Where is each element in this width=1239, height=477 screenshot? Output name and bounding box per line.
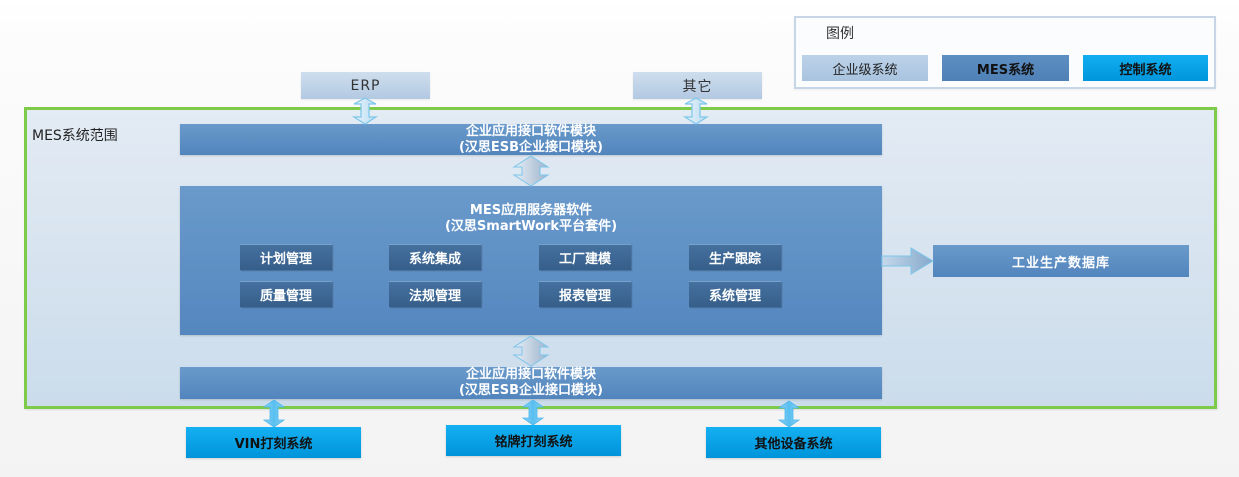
legend-item-control-system: 控制系统: [1083, 55, 1208, 81]
module-factory-modeling: 工厂建模: [539, 244, 631, 270]
module-quality: 质量管理: [240, 281, 332, 307]
esb-bottom-title: 企业应用接口软件模块: [465, 367, 596, 382]
app-server-title-line1: MES应用服务器软件: [469, 203, 593, 218]
right-arrow-icon-database: [881, 247, 934, 275]
module-system-admin: 系统管理: [689, 281, 781, 307]
erp-system-box: ERP: [301, 72, 430, 99]
legend-title: 图例: [826, 26, 854, 42]
module-planning: 计划管理: [240, 244, 332, 270]
other-system-box: 其它: [633, 72, 762, 99]
app-server-title-line2: (汉思SmartWork平台套件): [444, 219, 618, 234]
esb-bottom-subtitle: (汉思ESB企业接口模块): [458, 383, 604, 398]
module-regulation: 法规管理: [389, 281, 481, 307]
industrial-database-box: 工业生产数据库: [933, 245, 1189, 277]
module-system-integration: 系统集成: [389, 244, 481, 270]
double-arrow-icon-erp: [351, 97, 379, 125]
double-arrow-icon-nameplate: [521, 399, 545, 426]
module-production-tracking: 生产跟踪: [689, 244, 781, 270]
mes-scope-label: MES系统范围: [32, 128, 118, 144]
double-arrow-icon-esb-app: [512, 155, 550, 187]
esb-interface-module-top: 企业应用接口软件模块 (汉思ESB企业接口模块): [180, 124, 882, 155]
app-server-title: MES应用服务器软件 (汉思SmartWork平台套件): [180, 203, 882, 235]
nameplate-marking-system-box: 铭牌打刻系统: [446, 425, 621, 456]
double-arrow-icon-app-esb: [512, 335, 550, 367]
esb-interface-module-bottom: 企业应用接口软件模块 (汉思ESB企业接口模块): [180, 367, 882, 399]
vin-marking-system-box: VIN打刻系统: [186, 427, 361, 458]
legend-item-enterprise-system: 企业级系统: [802, 55, 928, 81]
other-equipment-system-box: 其他设备系统: [706, 427, 881, 458]
double-arrow-icon-vin: [262, 399, 286, 428]
legend-item-mes-system: MES系统: [942, 55, 1069, 81]
module-reports: 报表管理: [539, 281, 631, 307]
double-arrow-icon-other-equipment: [777, 400, 801, 428]
double-arrow-icon-other: [682, 97, 710, 125]
esb-top-title: 企业应用接口软件模块: [465, 123, 596, 139]
esb-top-subtitle: (汉思ESB企业接口模块): [458, 139, 604, 155]
